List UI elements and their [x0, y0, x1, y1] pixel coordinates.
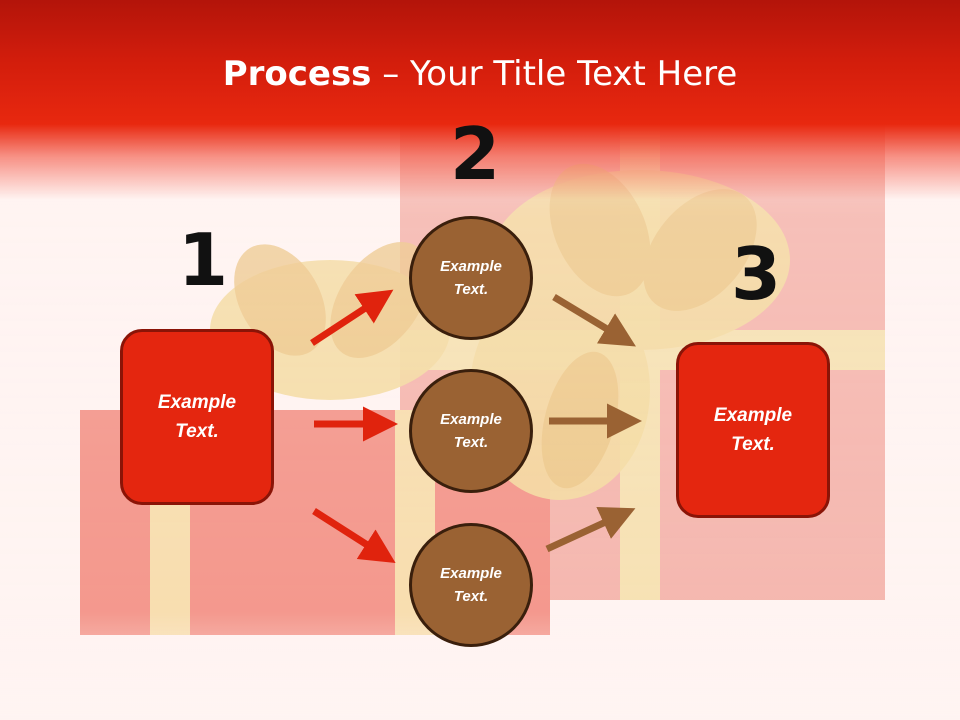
- slide-title[interactable]: Process – Your Title Text Here: [0, 52, 960, 96]
- step-3-text: Example Text.: [713, 405, 793, 455]
- circle-bottom-text: Example Text.: [440, 565, 502, 605]
- circle-middle-text: Example Text.: [440, 411, 502, 451]
- step-number-3: 3: [731, 232, 782, 316]
- title-bold: Process: [222, 54, 372, 94]
- step-2-circle-middle[interactable]: Example Text.: [409, 369, 533, 493]
- step-3-box[interactable]: Example Text.: [676, 342, 830, 518]
- title-banner: [0, 0, 960, 200]
- step-2-circle-bottom[interactable]: Example Text.: [409, 523, 533, 647]
- title-rest: – Your Title Text Here: [371, 54, 738, 94]
- step-2-circle-top[interactable]: Example Text.: [409, 216, 533, 340]
- circle-top-text: Example Text.: [440, 258, 502, 298]
- step-number-1: 1: [178, 218, 229, 302]
- step-number-2: 2: [450, 112, 501, 196]
- step-1-box[interactable]: Example Text.: [120, 329, 274, 505]
- step-1-text: Example Text.: [157, 392, 237, 442]
